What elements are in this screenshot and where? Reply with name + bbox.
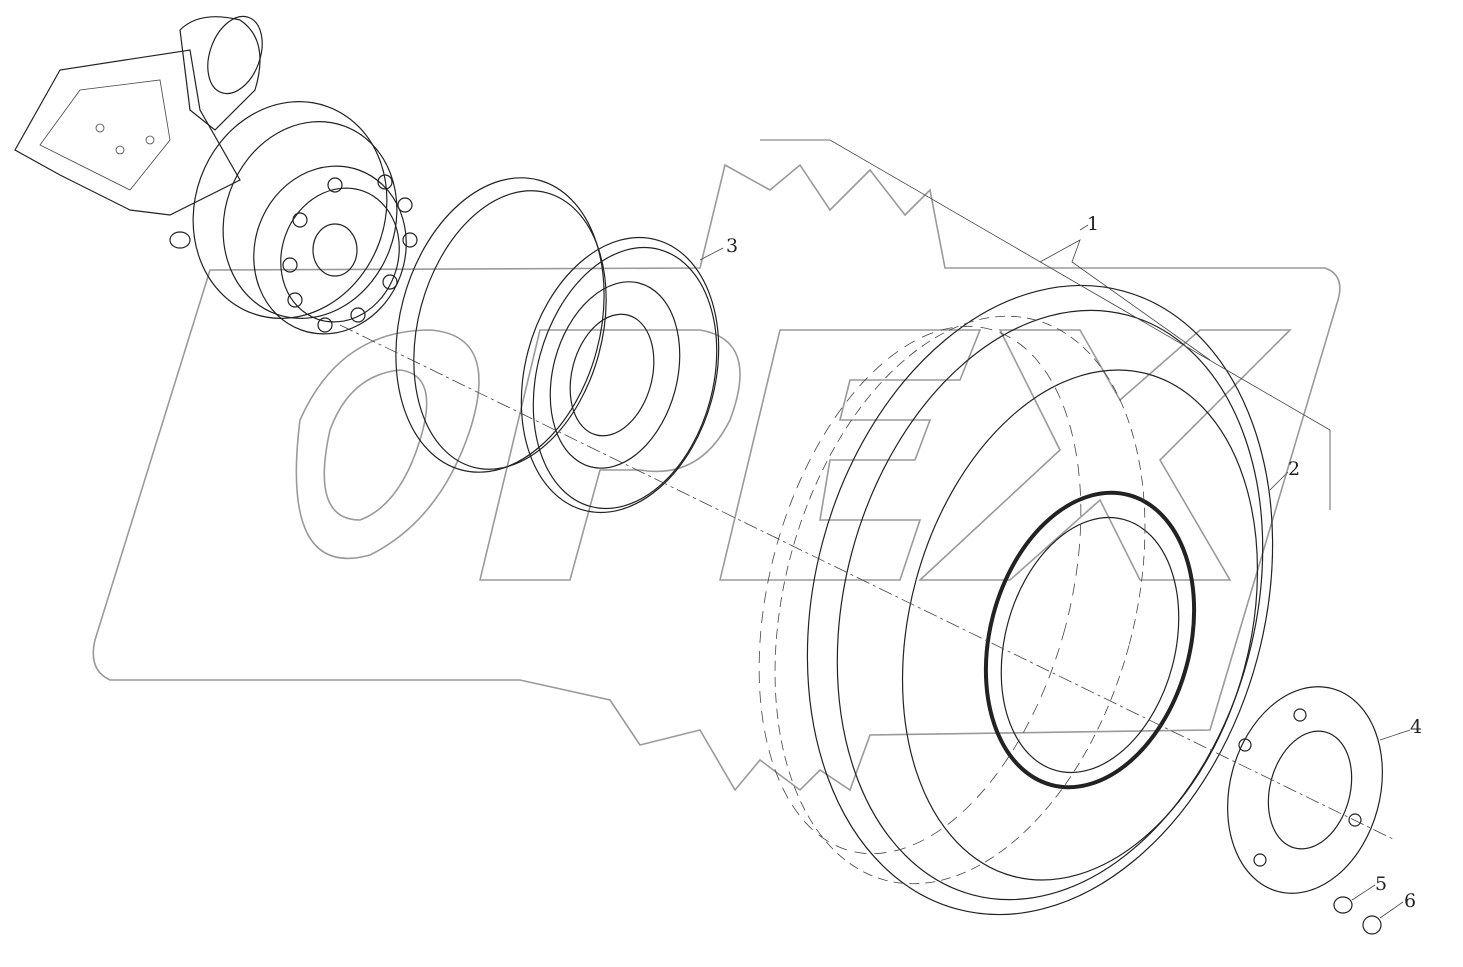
wheel-studs bbox=[282, 174, 418, 333]
wheel-rim bbox=[395, 177, 720, 514]
leader-lines bbox=[699, 139, 1411, 919]
callout-3: 3 bbox=[726, 235, 738, 257]
center-axis-line bbox=[339, 324, 1396, 841]
tire bbox=[758, 284, 1274, 916]
callout-1: 1 bbox=[1087, 213, 1099, 235]
callout-2: 2 bbox=[1288, 458, 1300, 480]
axle-hub-assembly bbox=[14, 15, 418, 335]
wheel-bolt-cap bbox=[1362, 915, 1382, 935]
callout-5: 5 bbox=[1375, 873, 1387, 895]
callout-4: 4 bbox=[1410, 716, 1422, 738]
wheel-nut bbox=[1333, 896, 1353, 914]
callout-6: 6 bbox=[1404, 890, 1416, 912]
